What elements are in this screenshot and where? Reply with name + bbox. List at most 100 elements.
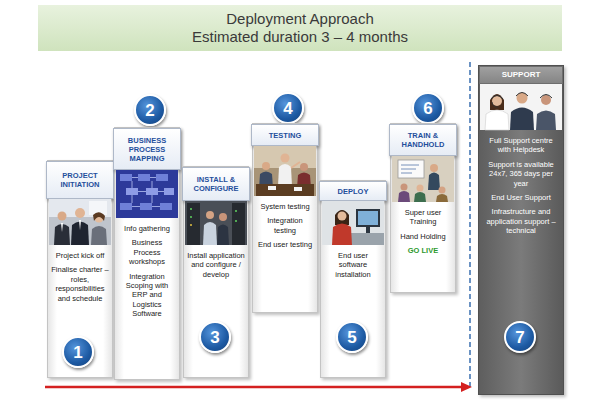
workstation-photo-part — [338, 212, 347, 221]
phase-task: Infrastructure and application support –… — [482, 207, 560, 235]
server-room-photo-part — [187, 203, 200, 245]
server-room-photo-part — [190, 216, 192, 218]
phase-body: Full Support centre with HelpdeskSupport… — [482, 136, 560, 235]
step-number-circle: 5 — [336, 321, 368, 353]
callout-number: 1 — [73, 344, 82, 361]
phase-title: BUSINESS PROCESS MAPPING — [117, 136, 177, 163]
phase-task: Hand Holding — [394, 232, 452, 241]
phase-task: Integration testing — [256, 216, 314, 235]
workstation-photo-part — [358, 211, 378, 225]
phase-header: DEPLOY — [319, 181, 387, 201]
process-map-photo-part — [120, 203, 132, 210]
phase-task: Info gathering — [118, 224, 176, 233]
meeting-photo-part — [294, 187, 302, 191]
phase-title: SUPPORT — [502, 70, 541, 80]
meeting-photo — [254, 146, 316, 196]
phase-task: End User Support — [482, 193, 560, 202]
phase-task: Support is available 24x7, 365 days per … — [482, 160, 560, 188]
callout-number: 3 — [210, 329, 219, 346]
server-room-photo-part — [235, 220, 237, 222]
phase-header: INSTALL & CONFIGURE — [182, 167, 250, 201]
callout-number: 2 — [145, 102, 154, 119]
training-photo-part — [414, 192, 426, 202]
phase-task: Integration Scoping with ERP and Logisti… — [118, 272, 176, 319]
process-map-photo-part — [146, 188, 158, 195]
process-map-photo-part — [138, 174, 150, 181]
workstation-photo — [322, 201, 384, 245]
server-room-photo-part — [185, 201, 247, 245]
phase-body: Project kick offFinalise charter – roles… — [51, 251, 109, 303]
server-room-photo-part — [232, 203, 245, 245]
helpdesk-photo-part — [540, 95, 552, 99]
helpdesk-photo-part — [516, 93, 528, 97]
process-map-photo-part — [132, 178, 164, 207]
phase-task: Finalise charter – roles, responsibiliti… — [51, 265, 109, 303]
meeting-photo-part — [262, 162, 270, 170]
server-room-photo-part — [190, 224, 192, 226]
server-room-photo — [185, 201, 247, 245]
process-map-photo-part — [126, 188, 138, 195]
process-map-photo-part — [156, 174, 168, 181]
callout-number: 5 — [347, 329, 356, 346]
process-map-photo — [116, 170, 178, 218]
phase-header: TESTING — [251, 124, 319, 146]
phase-title: INSTALL & CONFIGURE — [186, 175, 246, 193]
server-room-photo-part — [206, 211, 214, 219]
meeting-photo-part — [278, 164, 292, 186]
callout-number: 6 — [423, 100, 432, 117]
duration-label: Estimated duration 3 – 4 months — [192, 28, 408, 46]
training-photo-part — [398, 191, 410, 202]
phase-task: Install application and configure / deve… — [187, 251, 245, 279]
timeline-arrowhead — [461, 382, 472, 392]
helpdesk-photo-part — [480, 84, 562, 130]
office-photo-part — [91, 226, 107, 245]
meeting-photo-part — [256, 184, 314, 196]
server-room-photo-part — [203, 222, 217, 245]
timeline-arrow — [45, 386, 462, 389]
server-room-photo-part — [235, 210, 237, 212]
phase-task: Full Support centre with Helpdesk — [482, 136, 560, 155]
phase-task: Super user Training — [394, 208, 452, 227]
phase-task: Project kick off — [51, 251, 109, 260]
step-number-circle: 6 — [412, 92, 444, 124]
phase-column: TRAIN & HANDHOLD Super user TrainingHand … — [390, 123, 456, 293]
helpdesk-photo-part — [492, 96, 502, 106]
phase-body: End user software installation — [324, 251, 382, 279]
phase-body: System testingIntegration testingEnd use… — [256, 202, 314, 250]
step-number-circle: 3 — [199, 321, 231, 353]
phase-divider — [469, 62, 471, 388]
callout-number: 4 — [283, 100, 292, 117]
diagram-title: Deployment Approach — [226, 10, 374, 28]
meeting-photo-part — [291, 162, 300, 168]
workstation-photo-part — [322, 201, 384, 245]
office-photo-part — [75, 208, 85, 218]
phase-header: TRAIN & HANDHOLD — [389, 124, 457, 156]
helpdesk-photo-part — [492, 102, 498, 107]
phase-column: BUSINESS PROCESS MAPPINGInfo gatheringBu… — [114, 127, 180, 380]
helpdesk-photo-part — [536, 111, 556, 131]
phase-title: TRAIN & HANDHOLD — [393, 131, 453, 149]
meeting-photo-part — [254, 146, 316, 196]
training-photo-part — [439, 187, 446, 194]
training-photo — [392, 156, 454, 202]
office-photo-part — [93, 212, 105, 221]
helpdesk-photo-part — [541, 95, 551, 105]
workstation-photo-part — [350, 233, 384, 245]
step-number-circle: 7 — [504, 321, 536, 353]
office-photo — [49, 199, 111, 245]
workstation-photo-part — [332, 224, 352, 246]
training-photo-part — [392, 156, 454, 202]
office-photo-part — [61, 223, 63, 232]
server-room-photo-part — [217, 225, 229, 246]
step-number-circle: 4 — [272, 92, 304, 124]
meeting-photo-part — [300, 163, 308, 171]
workstation-photo-part — [366, 227, 370, 233]
training-photo-part — [430, 164, 438, 172]
training-photo-part — [428, 173, 440, 191]
workstation-photo-part — [356, 209, 380, 227]
training-photo-part — [401, 184, 408, 191]
title-band: Deployment ApproachEstimated duration 3 … — [38, 5, 562, 51]
server-room-photo-part — [190, 208, 192, 210]
office-photo-part — [49, 199, 111, 245]
training-photo-part — [417, 185, 424, 192]
